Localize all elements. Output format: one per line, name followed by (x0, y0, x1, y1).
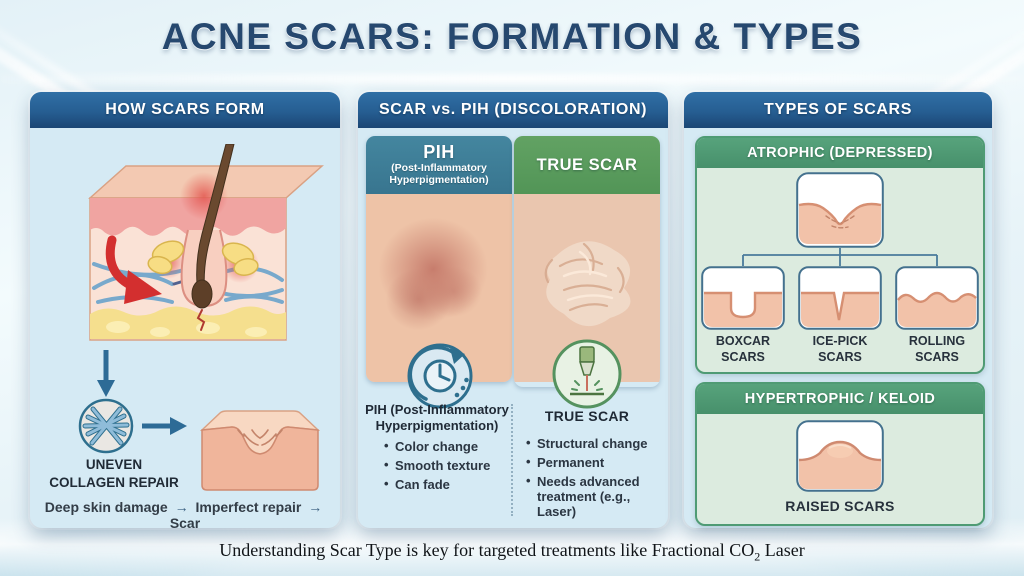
flow-step: Deep skin damage (44, 499, 168, 515)
list-item: •Can fade (384, 476, 450, 493)
raised-scar-illustration (796, 420, 884, 492)
bottom-caption: Understanding Scar Type is key for targe… (219, 540, 805, 564)
atrophic-header: ATROPHIC (DEPRESSED) (697, 138, 983, 168)
true-scar-skin-swatch (514, 194, 660, 382)
panel-compare-header: SCAR vs. PIH (DISCOLORATION) (358, 92, 668, 128)
atrophic-scar-illustration (796, 172, 884, 248)
time-fading-clock-icon (407, 343, 473, 409)
panel-how-scars-form: HOW SCARS FORM (30, 92, 340, 531)
ice-pick-scar-illustration (798, 266, 882, 330)
pih-section-heading: PIH (Post-Inflammatory Hyperpigmentation… (365, 402, 509, 433)
pih-column-header: PIH (Post-Inflammatory Hyperpigmentation… (366, 136, 512, 194)
scar-formation-flow: Deep skin damage → Imperfect repair → Sc… (30, 499, 340, 531)
pih-bullet-list: •Color change •Smooth texture •Can fade (384, 438, 510, 496)
right-arrow-icon (142, 417, 187, 435)
panel-scar-vs-pih: SCAR vs. PIH (DISCOLORATION) PIH (Post-I… (358, 92, 668, 528)
hierarchy-connector-lines (742, 248, 938, 266)
bullet-icon: • (384, 438, 389, 453)
true-scar-section-heading: TRUE SCAR (544, 408, 630, 424)
subscript-2: 2 (754, 549, 761, 564)
list-item: •Needs advanced treatment (e.g., Laser) (526, 473, 640, 520)
panel-types-header: TYPES OF SCARS (684, 92, 992, 128)
rolling-scar-illustration (895, 266, 979, 330)
bullet-icon: • (384, 476, 389, 492)
dotted-divider (511, 404, 513, 516)
true-scar-bullet-list: •Structural change •Permanent •Needs adv… (526, 435, 656, 523)
laser-treatment-icon (552, 339, 622, 409)
hypertrophic-section: HYPERTROPHIC / KELOID RAISED SCARS (695, 382, 985, 526)
bullet-icon: • (526, 435, 531, 450)
panel-types-of-scars: TYPES OF SCARS ATROPHIC (DEPRESSED) (684, 92, 992, 528)
list-item: •Smooth texture (384, 457, 491, 474)
list-item: •Permanent (526, 454, 605, 471)
glow-dot (832, 38, 844, 50)
light-streak (0, 74, 1024, 84)
list-item: •Structural change (526, 435, 648, 451)
page-title: ACNE SCARS: FORMATION & TYPES (161, 16, 863, 57)
flow-arrow-icon: → (308, 499, 323, 515)
skin-cross-section-illustration (88, 144, 324, 341)
true-scar-column-header: TRUE SCAR (514, 136, 660, 194)
raised-scars-label: RAISED SCARS (785, 498, 895, 514)
bullet-icon: • (526, 454, 531, 470)
panel-how-header: HOW SCARS FORM (30, 92, 340, 128)
atrophic-section: ATROPHIC (DEPRESSED) (695, 136, 985, 374)
uneven-collagen-mesh-icon (78, 398, 134, 454)
depressed-scar-illustration (199, 410, 321, 491)
flow-step: Scar (169, 515, 201, 531)
bullet-icon: • (526, 473, 531, 489)
glow-dot (232, 38, 244, 50)
flow-arrow-icon: → (174, 499, 189, 515)
down-arrow-icon (97, 350, 115, 397)
flow-step: Imperfect repair (195, 499, 302, 515)
bullet-icon: • (384, 457, 389, 473)
true-scar-column: TRUE SCAR (514, 136, 660, 387)
boxcar-scar-illustration (701, 266, 785, 330)
collagen-repair-label: UNEVEN COLLAGEN REPAIR (49, 457, 179, 490)
hypertrophic-header: HYPERTROPHIC / KELOID (697, 384, 983, 414)
list-item: •Color change (384, 438, 479, 454)
